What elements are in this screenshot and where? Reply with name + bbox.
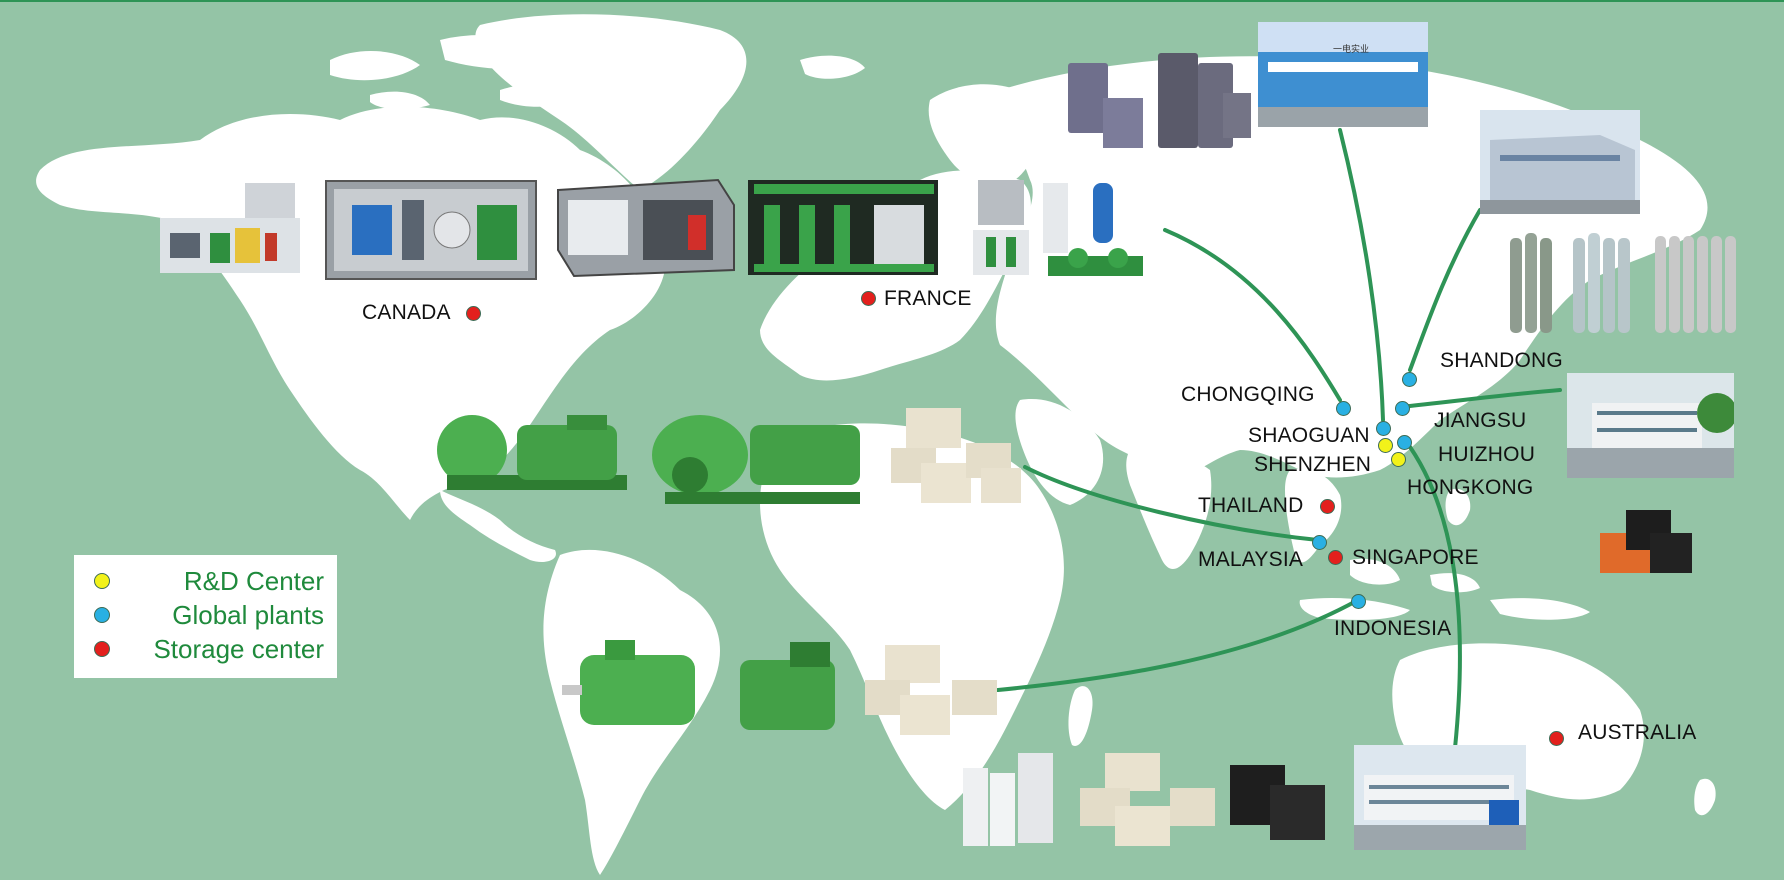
label-thailand: THAILAND (1198, 494, 1304, 517)
dot-hongkong (1391, 452, 1406, 467)
factory-jiangsu-image (1567, 373, 1734, 478)
electric-motor-large-image (562, 640, 695, 725)
factory-building-right-image (1480, 110, 1640, 214)
pump-station-image (748, 180, 938, 275)
legend-plants-dot (94, 607, 110, 623)
label-jiangsu: JIANGSU (1434, 409, 1527, 432)
label-canada: CANADA (362, 301, 451, 324)
dot-huizhou (1397, 435, 1412, 450)
route-lines (996, 128, 1562, 750)
label-huizhou: HUIZHOU (1438, 443, 1536, 466)
legend-storage-dot (94, 641, 110, 657)
factory-building-top-image: 一电实业 (1258, 22, 1428, 127)
dot-chongqing (1336, 401, 1351, 416)
vrla-batteries-mid-image (891, 408, 1021, 503)
label-singapore: SINGAPORE (1352, 546, 1479, 569)
label-indonesia: INDONESIA (1334, 617, 1452, 640)
legend-storage: Storage center (74, 634, 337, 665)
label-malaysia: MALAYSIA (1198, 548, 1304, 571)
container-plant-image (325, 180, 537, 280)
end-suction-pump-image (437, 415, 627, 490)
india-land (1126, 448, 1212, 570)
legend-rnd: R&D Center (74, 566, 337, 597)
dot-shenzhen (1378, 438, 1393, 453)
route-shaoguan-factory (1338, 128, 1385, 422)
route-huizhou-factory (1403, 438, 1462, 750)
label-shaoguan: SHAOGUAN (1248, 424, 1370, 447)
philippines-land (1445, 488, 1471, 526)
madagascar-land (1068, 686, 1093, 746)
factory-sign-text: 一电实业 (1333, 43, 1369, 55)
dot-australia (1549, 731, 1564, 746)
booster-pump-image (1043, 183, 1143, 276)
dot-jiangsu (1395, 401, 1410, 416)
label-hongkong: HONGKONG (1407, 476, 1534, 499)
gas-cylinders-image (1510, 233, 1736, 333)
route-jiangsu (1398, 388, 1562, 409)
black-batteries-image (1230, 765, 1325, 840)
legend-rnd-dot (94, 573, 110, 589)
container-generator-image (557, 178, 735, 278)
split-case-pump-image (652, 415, 860, 504)
iceland-land (800, 55, 865, 79)
dot-canada (466, 306, 481, 321)
legend-plants: Global plants (74, 600, 337, 631)
dot-france (861, 291, 876, 306)
central-america-land (440, 490, 556, 562)
label-shandong: SHANDONG (1440, 349, 1563, 372)
greenland-land (475, 14, 747, 191)
dot-shandong (1402, 372, 1417, 387)
tubular-cells-image (963, 753, 1053, 846)
dot-shaoguan (1376, 421, 1391, 436)
europe-land (760, 170, 1031, 381)
legend: R&D Center Global plants Storage center (74, 555, 337, 678)
route-chongqing (1163, 228, 1342, 402)
motorcycle-batteries-image (1600, 510, 1692, 573)
water-tank-unit-image (973, 180, 1029, 275)
battery-cells-image (1068, 53, 1251, 148)
dot-singapore (1328, 550, 1343, 565)
new-zealand-land (1694, 778, 1716, 816)
route-indonesia (996, 598, 1360, 692)
electric-motor-small-image (740, 642, 835, 730)
chiller-unit-image (160, 183, 300, 273)
legend-rnd-label: R&D Center (183, 566, 324, 596)
label-shenzhen: SHENZHEN (1254, 453, 1372, 476)
dot-malaysia (1312, 535, 1327, 550)
legend-storage-label: Storage center (153, 634, 324, 664)
factory-huizhou-image (1354, 745, 1526, 850)
vrla-batteries-low-image (865, 645, 997, 735)
label-australia: AUSTRALIA (1578, 721, 1697, 744)
route-shandong (1408, 208, 1482, 372)
dot-thailand (1320, 499, 1335, 514)
label-chongqing: CHONGQING (1181, 383, 1315, 406)
label-france: FRANCE (884, 287, 972, 310)
route-malaysia (1023, 465, 1320, 542)
arabia-land (1015, 399, 1104, 505)
vrla-batteries-bottom-image (1080, 753, 1215, 846)
indonesia-land (1299, 558, 1590, 620)
legend-plants-label: Global plants (172, 600, 324, 630)
dot-indonesia (1351, 594, 1366, 609)
